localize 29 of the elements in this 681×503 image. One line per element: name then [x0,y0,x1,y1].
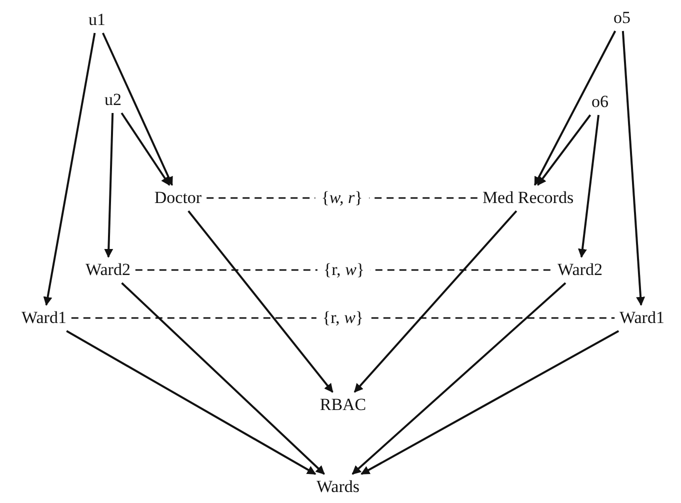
arrow [66,330,316,475]
node-label: u2 [102,89,124,111]
arrow [360,330,620,475]
node-label: Med Records [479,187,577,209]
node-label: Wards [314,476,362,498]
arrow [534,30,616,186]
arrow [537,114,592,186]
arrow [188,210,334,393]
node-label: o6 [588,91,612,113]
arrow [104,112,114,258]
arrow [120,112,170,186]
node-label: Ward1 [18,307,70,329]
arrow [622,30,646,306]
arrow [354,210,518,393]
dashed-line [71,317,615,319]
node-label: u1 [86,9,108,31]
node-label: Ward1 [616,307,668,329]
node-label: Ward2 [554,259,606,281]
edge-label: {r, w} [317,260,371,280]
node-label: RBAC [316,394,370,416]
arrow [352,282,566,475]
edge-label: {w, r} [315,188,369,208]
node-label: Doctor [151,187,205,209]
node-label: Ward2 [82,259,134,281]
arrow [102,32,173,186]
arrow [43,32,96,306]
arrow [578,114,600,258]
node-label: o5 [610,7,634,29]
arrow [121,282,325,475]
